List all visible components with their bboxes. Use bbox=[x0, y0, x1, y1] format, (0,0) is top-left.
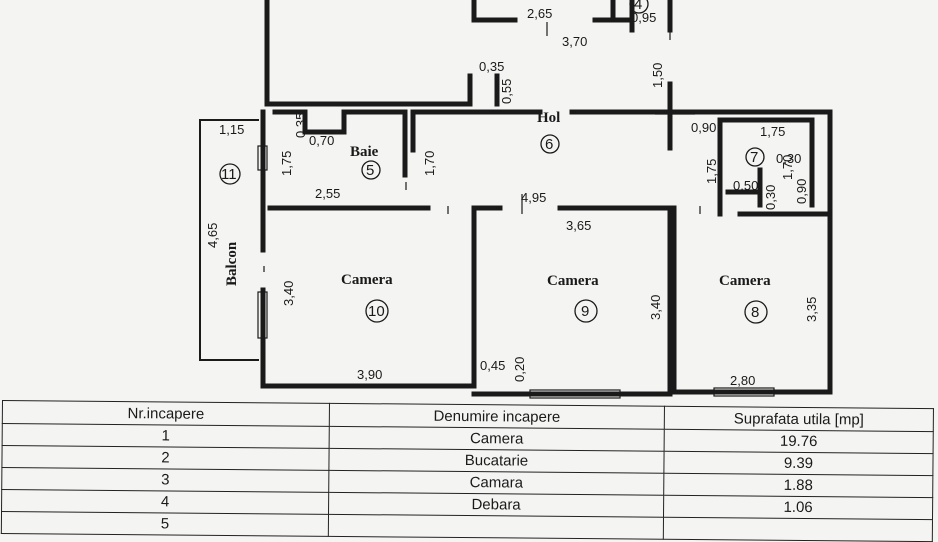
dim-label: 1,15 bbox=[219, 122, 244, 137]
dim-label: 1,70 bbox=[422, 151, 437, 176]
room-number-circle bbox=[574, 299, 598, 323]
floor-plan: Baie Hol Camera Camera Camera Balcon 5 6… bbox=[199, 0, 833, 399]
dim-label: 3,90 bbox=[357, 367, 382, 382]
window bbox=[257, 291, 268, 339]
dim-label: 0,35 bbox=[479, 59, 504, 74]
room-number-circle bbox=[629, 0, 649, 14]
room-number-circle bbox=[219, 163, 241, 185]
room-number-circle bbox=[540, 134, 560, 154]
room-name-balcon: Balcon bbox=[224, 241, 240, 286]
dim-label: 0,90 bbox=[691, 120, 716, 135]
room-number-circle bbox=[745, 147, 765, 167]
dim-label: 0,35 bbox=[293, 113, 308, 138]
window bbox=[529, 389, 621, 399]
dim-label: 3,40 bbox=[648, 295, 663, 320]
room-number-9: 9 bbox=[581, 303, 589, 320]
dim-label: 1,70 bbox=[780, 155, 795, 180]
cell-room-area bbox=[663, 517, 933, 542]
dim-label: 0,20 bbox=[512, 357, 527, 382]
dim-label: 1,50 bbox=[650, 63, 665, 88]
dim-label: 0,30 bbox=[763, 185, 778, 210]
cell-room-number: 2 bbox=[1, 445, 330, 471]
cell-room-name: Camera bbox=[329, 426, 665, 452]
window bbox=[257, 145, 268, 171]
column-header: Denumire incapere bbox=[329, 403, 665, 430]
cell-room-area: 1.88 bbox=[663, 473, 933, 498]
room-name-camera-9: Camera bbox=[547, 273, 599, 289]
cell-room-area: 9.39 bbox=[663, 451, 934, 476]
cell-room-number: 3 bbox=[1, 467, 329, 493]
room-name-baie: Baie bbox=[350, 144, 379, 160]
dim-label: 0,50 bbox=[733, 178, 758, 193]
cell-room-area: 19.76 bbox=[664, 429, 934, 454]
cell-room-area: 1.06 bbox=[663, 495, 933, 520]
dim-label: 1,75 bbox=[704, 159, 719, 184]
room-table-area: Nr.incapere Denumire incapere Suprafata … bbox=[0, 396, 938, 542]
dim-label: 2,65 bbox=[527, 6, 552, 21]
cell-room-number: 5 bbox=[1, 511, 329, 537]
dim-label: 0,30 bbox=[776, 151, 801, 166]
dim-label: 1,75 bbox=[760, 124, 785, 139]
room-number-circle bbox=[744, 300, 768, 324]
dim-label: 3,40 bbox=[281, 281, 296, 306]
room-number-circle bbox=[365, 299, 389, 323]
column-header: Nr.incapere bbox=[2, 400, 330, 427]
column-header: Suprafata utila [mp] bbox=[664, 406, 934, 432]
dim-label: 2,55 bbox=[315, 186, 340, 201]
room-number-11: 11 bbox=[221, 166, 237, 183]
dim-label: 0,95 bbox=[631, 10, 656, 25]
cell-room-name: Debara bbox=[328, 492, 664, 518]
cell-room-name: Bucatarie bbox=[328, 448, 665, 474]
cell-room-number: 4 bbox=[1, 489, 329, 515]
room-name-hol: Hol bbox=[537, 110, 560, 126]
room-number-4: 4 bbox=[634, 0, 642, 13]
dim-label: 3,70 bbox=[562, 34, 587, 49]
dim-label: 0,55 bbox=[499, 79, 514, 104]
dim-label: 3,35 bbox=[804, 297, 819, 322]
dim-label: 0,70 bbox=[309, 133, 334, 148]
room-name-camera-10: Camera bbox=[341, 272, 393, 288]
cell-room-name: Camara bbox=[328, 470, 664, 496]
dim-label: 0,90 bbox=[794, 179, 809, 204]
window bbox=[713, 387, 775, 397]
room-number-circle bbox=[361, 160, 381, 180]
dim-label: 3,65 bbox=[566, 218, 591, 233]
room-number-8: 8 bbox=[751, 304, 759, 321]
room-number-5: 5 bbox=[366, 162, 374, 179]
room-area-table: Nr.incapere Denumire incapere Suprafata … bbox=[1, 400, 934, 542]
room-number-7: 7 bbox=[750, 149, 758, 166]
dim-label: 4,65 bbox=[205, 223, 220, 248]
dim-label: 1,75 bbox=[279, 151, 294, 176]
cell-room-number: 1 bbox=[2, 423, 330, 449]
dim-label: 0,45 bbox=[480, 358, 505, 373]
room-name-camera-8: Camera bbox=[719, 273, 771, 289]
dim-label: 4,95 bbox=[521, 190, 546, 205]
room-number-6: 6 bbox=[545, 136, 553, 153]
room-number-10: 10 bbox=[368, 303, 385, 320]
dim-label: 2,80 bbox=[730, 373, 755, 388]
